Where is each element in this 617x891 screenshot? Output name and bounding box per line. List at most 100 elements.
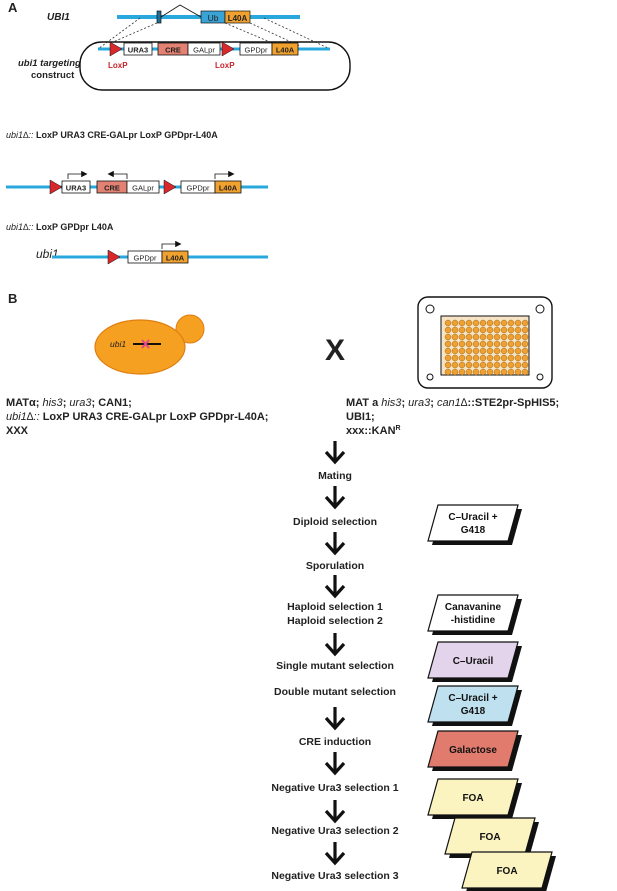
- right-genotype-line3: xxx::KANR: [346, 425, 401, 437]
- plate-colony: [500, 368, 508, 376]
- media-box-label: C–Uracil: [453, 656, 494, 667]
- step-mating: Mating: [318, 470, 352, 482]
- allele1-gpdpr-label: GPDpr: [187, 184, 210, 193]
- plate-colony: [479, 326, 487, 334]
- yeast-bud: [175, 314, 205, 344]
- allele1-l40a-box: [214, 180, 242, 194]
- allele2-l40a-box: [161, 250, 189, 264]
- allele1-loxp-2: [163, 179, 177, 195]
- ubi1-locus: Ub L40A: [117, 4, 300, 24]
- yeast-cell: ubi1: [94, 314, 205, 375]
- ura3-box: [123, 42, 153, 56]
- allele2-l40a-label: L40A: [166, 254, 185, 263]
- plate-colony: [465, 368, 473, 376]
- plate-colony: [521, 354, 529, 362]
- plate-colony: [451, 326, 459, 334]
- plate-colony: [521, 326, 529, 334]
- flow-arrow: [324, 495, 346, 510]
- plate-colony: [451, 354, 459, 362]
- step-negative-ura3-selection-1: Negative Ura3 selection 1: [271, 782, 398, 794]
- media-box-label: FOA: [496, 866, 517, 877]
- plasmid-outline: [79, 41, 351, 91]
- plate-colony: [444, 368, 452, 376]
- plate-colony: [493, 319, 501, 327]
- plate-colony: [465, 319, 473, 327]
- plate-colony: [444, 333, 452, 341]
- plate-colony: [507, 347, 515, 355]
- plate-colony: [444, 347, 452, 355]
- cre-label: CRE: [165, 46, 181, 55]
- plate-corner-mark: [425, 304, 435, 314]
- plate-colony: [472, 340, 480, 348]
- plate-colony: [479, 347, 487, 355]
- plate-colony: [458, 340, 466, 348]
- plate-colony: [472, 368, 480, 376]
- media-boxes: C–Uracil +G418Canavanine-histidineC–Urac…: [427, 504, 556, 891]
- ubi1-gene-label: UBI1: [47, 12, 70, 23]
- plate-colony: [465, 340, 473, 348]
- plate-colony: [458, 319, 466, 327]
- media-box-shape: [461, 851, 553, 889]
- right-genotype-line1: MAT a his3; ura3; can1∆::STE2pr-SpHIS5;: [346, 397, 559, 409]
- allele1-galpr-label: GALpr: [132, 184, 154, 193]
- left-genotype-line3: XXX: [6, 425, 29, 437]
- plate-colony: [451, 361, 459, 369]
- plate-colony: [479, 333, 487, 341]
- allele2-label: ubi1∆:: LoxP GPDpr L40A: [6, 222, 114, 232]
- media-box: Canavanine-histidine: [427, 594, 522, 635]
- allele1-label: ubi1∆:: LoxP URA3 CRE-GALpr LoxP GPDpr-L…: [6, 130, 218, 140]
- plate-colony: [451, 333, 459, 341]
- plate-colony: [500, 347, 508, 355]
- media-box-shape: [427, 641, 519, 679]
- plate-colony: [472, 326, 480, 334]
- right-genotype-line2: UBI1;: [346, 411, 375, 423]
- plate-colony: [444, 326, 452, 334]
- plate-colony: [486, 368, 494, 376]
- targeting-construct: URA3 CRE GALpr GPDpr L40A LoxP LoxP: [79, 41, 351, 91]
- plate-colony: [500, 326, 508, 334]
- plate-colony: [514, 354, 522, 362]
- flow-arrow: [324, 642, 346, 657]
- loxp-label-1: LoxP: [108, 61, 128, 70]
- media-box-label: G418: [461, 525, 486, 536]
- l40a-box-locus: [224, 10, 251, 24]
- step-haploid-selection-2: Haploid selection 2: [287, 615, 383, 627]
- gpd-promoter-arrow-1: [214, 170, 235, 179]
- plate-colony: [521, 361, 529, 369]
- media-box-label: G418: [461, 706, 486, 717]
- left-genotype-line2: ubi1∆:: LoxP URA3 CRE-GALpr LoxP GPDpr-L…: [6, 411, 268, 423]
- plate-colony: [486, 333, 494, 341]
- plate-colony: [479, 319, 487, 327]
- media-box-label: C–Uracil +: [448, 693, 497, 704]
- panel-a-label: A: [8, 0, 18, 15]
- plate-colony: [472, 333, 480, 341]
- plate-colony: [486, 354, 494, 362]
- plate-colony: [465, 333, 473, 341]
- plate-colony: [493, 340, 501, 348]
- plate-colony: [514, 319, 522, 327]
- plate-colony: [493, 368, 501, 376]
- plate-colony: [444, 340, 452, 348]
- workflow-arrows: [324, 441, 346, 866]
- allele2-diagram: GPDpr L40A: [52, 240, 268, 265]
- plate-colony: [521, 368, 529, 376]
- yeast-mother-cell: [94, 319, 186, 375]
- plate-colony: [514, 368, 522, 376]
- allele1-diagram: URA3 CRE GALpr GPDpr L40A: [6, 170, 268, 195]
- media-box-label: Galactose: [449, 745, 497, 756]
- flow-arrow: [324, 761, 346, 776]
- media-box-shape: [427, 685, 519, 723]
- allele1-l40a-label: L40A: [219, 184, 238, 193]
- media-box: FOA: [461, 851, 556, 891]
- plate-colony: [444, 319, 452, 327]
- workflow-steps: Mating Diploid selection Sporulation Hap…: [271, 470, 398, 882]
- plate-colony: [514, 333, 522, 341]
- plate-colony: [479, 368, 487, 376]
- construct-label-2: construct: [31, 70, 75, 81]
- plate-colony: [465, 326, 473, 334]
- flow-arrow: [324, 584, 346, 599]
- ura3-promoter-arrow: [67, 170, 88, 179]
- allele2-gpdpr-label: GPDpr: [134, 254, 157, 263]
- step-negative-ura3-selection-2: Negative Ura3 selection 2: [271, 825, 398, 837]
